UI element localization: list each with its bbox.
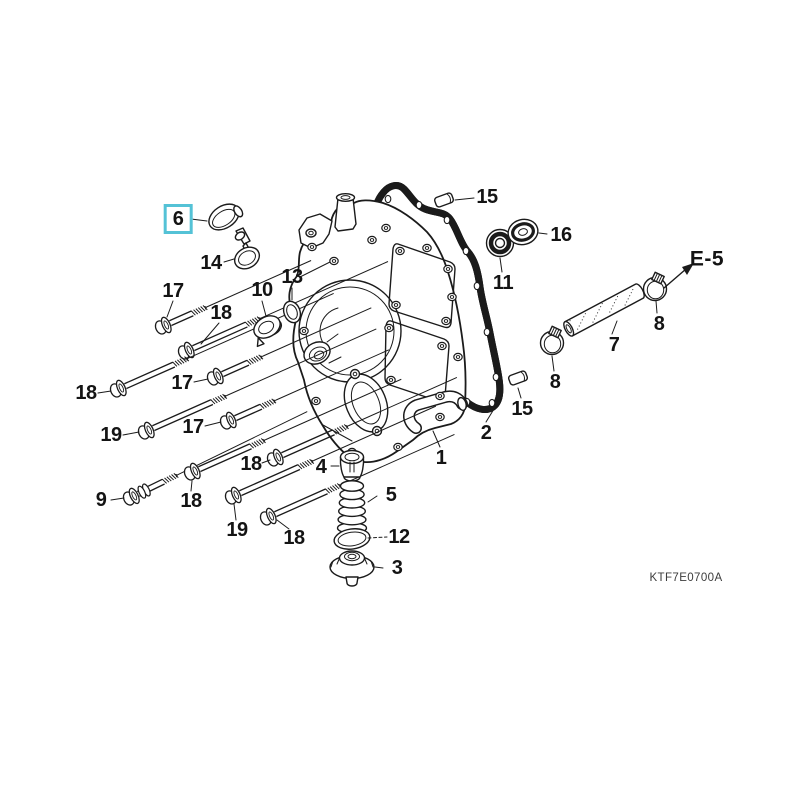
cover-stub: [334, 197, 357, 232]
callout-8-left[interactable]: 8: [549, 371, 561, 393]
hose-clamp-8-right: [642, 271, 668, 302]
oring-part-13: [282, 300, 302, 324]
callout-2[interactable]: 2: [480, 422, 492, 444]
dowel-pin-15-bottom: [507, 370, 529, 386]
bolt-18e: [259, 433, 455, 526]
oring-part-14: [233, 246, 261, 270]
bolt-9: [122, 411, 308, 506]
callout-18-1[interactable]: 18: [210, 302, 232, 324]
callout-15-bottom[interactable]: 15: [511, 398, 533, 420]
callout-18-4[interactable]: 18: [180, 490, 202, 512]
callout-13[interactable]: 13: [281, 266, 303, 288]
leader-lines: [97, 197, 658, 569]
tube-part-7: [563, 283, 645, 337]
callout-18-5[interactable]: 18: [283, 527, 305, 549]
callout-10[interactable]: 10: [251, 279, 273, 301]
callout-19-2[interactable]: 19: [226, 519, 248, 541]
cover-pipe-elbow: [403, 390, 468, 434]
callout-11[interactable]: 11: [492, 272, 514, 294]
cap-part-10: [253, 315, 283, 348]
cross-reference-e5[interactable]: E-5: [689, 247, 725, 271]
callout-9[interactable]: 9: [95, 489, 107, 511]
bolt-18c: [266, 377, 458, 467]
crankcase-cover-part-1: [288, 192, 468, 464]
dowel-pin-15-top: [433, 192, 455, 208]
callout-17-3[interactable]: 17: [182, 416, 204, 438]
strainer-cap-part-4: [339, 449, 365, 482]
cover-rib-strip-1: [388, 243, 456, 329]
callout-6-highlighted[interactable]: 6: [163, 204, 193, 234]
bolt-18a: [177, 261, 389, 360]
bolt-17c: [219, 349, 390, 430]
bolt-17a: [154, 260, 312, 335]
bolt-18d: [183, 378, 402, 481]
callout-18-2[interactable]: 18: [75, 382, 97, 404]
callout-15-top[interactable]: 15: [476, 186, 498, 208]
cover-oval-flange: [343, 368, 389, 437]
spring-part-5: [336, 480, 368, 534]
callout-4[interactable]: 4: [315, 456, 327, 478]
bolts-layer: [109, 260, 458, 526]
callout-19-1[interactable]: 19: [100, 424, 122, 446]
callout-8-right[interactable]: 8: [653, 313, 665, 335]
callout-5[interactable]: 5: [385, 484, 397, 506]
strainer-screen-part-3: [329, 550, 375, 587]
bolt-17b: [206, 307, 372, 386]
callout-17-1[interactable]: 17: [162, 280, 184, 302]
callout-16[interactable]: 16: [550, 224, 572, 246]
bolt-19b: [224, 405, 437, 505]
callout-17-2[interactable]: 17: [171, 372, 193, 394]
callout-12[interactable]: 12: [388, 526, 410, 548]
diagram-code: KTF7E0700A: [649, 572, 723, 584]
oring-part-12: [333, 528, 371, 550]
callout-1[interactable]: 1: [435, 447, 447, 469]
callout-3[interactable]: 3: [391, 557, 403, 579]
bolt-19a: [137, 328, 377, 440]
callout-18-3[interactable]: 18: [240, 453, 262, 475]
callout-14[interactable]: 14: [200, 252, 222, 274]
bearing-part-11: [485, 228, 515, 258]
oil-seal-part-16: [507, 218, 539, 246]
e5-reference-arrow: [663, 263, 694, 289]
callout-7[interactable]: 7: [608, 334, 620, 356]
hose-clamp-8-left: [539, 325, 565, 356]
